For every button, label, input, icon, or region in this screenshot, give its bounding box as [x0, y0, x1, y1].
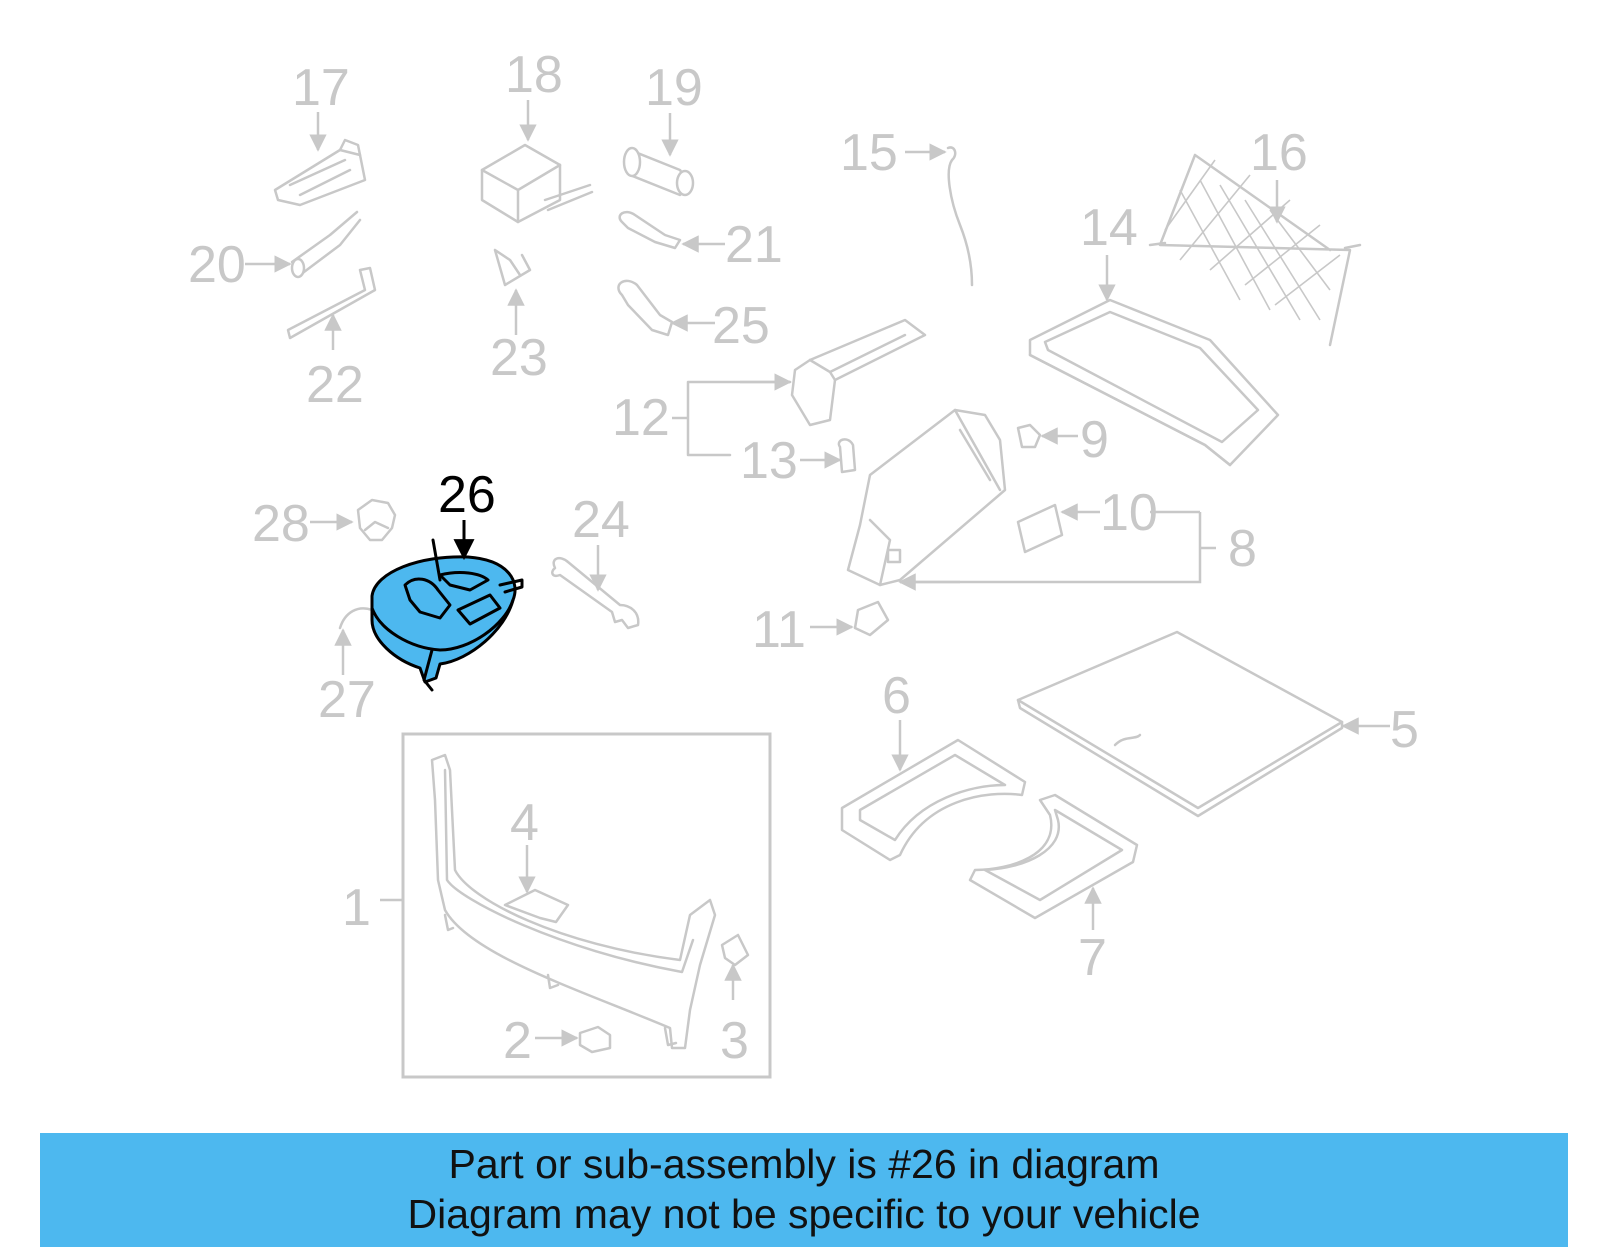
callout-11: 11: [752, 601, 806, 659]
part-17-jack: 17: [273, 59, 367, 207]
callout-26: 26: [438, 466, 496, 524]
part-8-side-panel: 8: [846, 408, 1257, 591]
part-10-pad: 10: [1016, 484, 1158, 554]
callout-24: 24: [572, 491, 630, 549]
callout-16: 16: [1250, 124, 1308, 182]
callout-14: 14: [1080, 199, 1138, 257]
callout-9: 9: [1080, 411, 1109, 469]
part-13-clip: 13: [740, 432, 857, 490]
inset-frame: 1: [342, 732, 772, 1079]
part-12-trim: 12: [612, 318, 927, 457]
callout-27: 27: [318, 671, 376, 729]
callout-4: 4: [510, 794, 539, 852]
callout-23: 23: [490, 329, 548, 387]
callout-8: 8: [1228, 520, 1257, 578]
part-27-wire: 27: [318, 607, 376, 729]
part-9-push-pin: 9: [1016, 411, 1109, 469]
part-25-strap: 25: [617, 279, 770, 355]
part-2-clip: 2: [503, 1012, 612, 1070]
callout-25: 25: [712, 297, 770, 355]
part-19-cylinder: 19: [622, 59, 703, 197]
callout-28: 28: [252, 495, 310, 553]
callout-7: 7: [1078, 929, 1107, 987]
part-28-grommet: 28: [252, 495, 397, 553]
callout-22: 22: [306, 356, 364, 414]
callout-18: 18: [505, 46, 563, 104]
callout-21: 21: [725, 216, 783, 274]
part-4-clip: 4: [503, 794, 570, 924]
callout-3: 3: [720, 1012, 749, 1070]
callout-13: 13: [740, 432, 798, 490]
part-7-tray: 7: [968, 793, 1139, 987]
callout-12: 12: [612, 389, 670, 447]
callout-6: 6: [882, 667, 911, 725]
part-18-module: 18: [480, 46, 594, 224]
part-11-clip: 11: [752, 600, 890, 659]
callout-10: 10: [1100, 484, 1158, 542]
part-24-wrench: 24: [551, 491, 640, 630]
callout-17: 17: [292, 59, 350, 117]
callout-19: 19: [645, 59, 703, 117]
callout-20: 20: [188, 236, 246, 294]
callout-5: 5: [1390, 701, 1419, 759]
callout-2: 2: [503, 1012, 532, 1070]
part-3-clip: 3: [720, 933, 750, 1070]
part-5-cargo-mat: 5: [1016, 630, 1419, 818]
callout-15: 15: [840, 124, 898, 182]
caption-line-2: Diagram may not be specific to your vehi…: [407, 1191, 1201, 1237]
part-23-clip: 23: [490, 248, 548, 387]
part-14-rear-shelf: 14: [1028, 199, 1280, 467]
part-21-hook: 21: [618, 210, 783, 274]
callout-1: 1: [342, 879, 371, 937]
part-15-rod: 15: [840, 124, 974, 287]
part-16-cargo-net: 16: [1148, 124, 1362, 347]
part-20-pin: 20: [188, 210, 362, 294]
part-26-tool-tray: 26: [370, 466, 524, 692]
part-6-tray: 6: [840, 667, 1027, 862]
caption-line-1: Part or sub-assembly is #26 in diagram: [448, 1141, 1160, 1187]
part-22-rod: 22: [286, 266, 377, 414]
caption-banner: Part or sub-assembly is #26 in diagram D…: [40, 1133, 1568, 1247]
